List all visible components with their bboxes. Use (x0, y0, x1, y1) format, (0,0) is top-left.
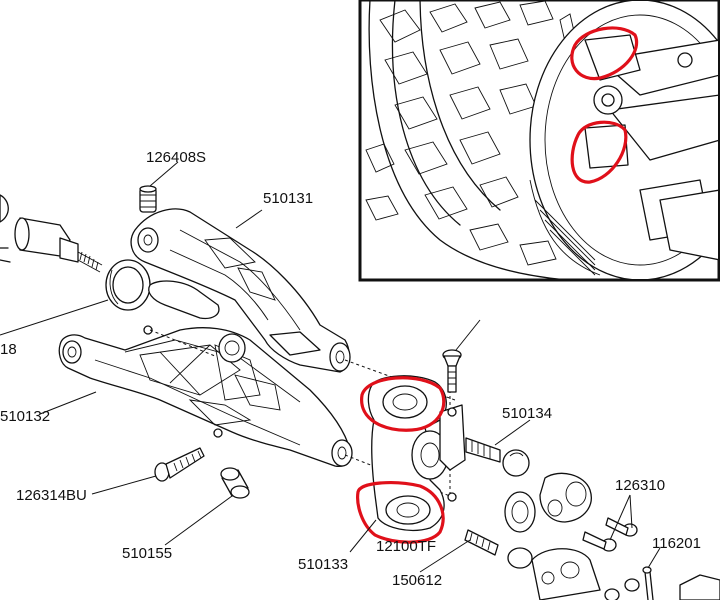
label-12100tf: 12100TF (376, 538, 436, 555)
label-126310: 126310 (615, 477, 665, 494)
label-510132: 510132 (0, 408, 50, 425)
hex-nut (679, 574, 720, 600)
hub-bearing (504, 491, 536, 533)
right-screws (582, 517, 640, 600)
inset-detail-view (358, 0, 720, 282)
highlight-circle-inset-bottom (570, 120, 628, 184)
label-510131: 510131 (263, 190, 313, 207)
hub-pin (464, 529, 533, 569)
steering-knuckle (367, 375, 466, 532)
lower-suspension-arm (58, 325, 353, 468)
drive-cup-assembly (0, 194, 103, 273)
label-116201: 116201 (652, 535, 701, 552)
label-510133: 510133 (298, 556, 348, 573)
highlight-circle-knuckle-bottom (356, 481, 445, 544)
highlight-circle-knuckle-top (360, 376, 446, 432)
set-screw (139, 185, 157, 213)
steering-block (531, 548, 601, 600)
tire-tread (365, 1, 577, 279)
label-126314bu: 126314BU (16, 487, 87, 504)
upper-suspension-arm (130, 208, 351, 373)
inset-suspension (584, 34, 718, 261)
knuckle-top-screw (442, 349, 462, 393)
highlight-circle-inset-top (570, 26, 639, 81)
label-510155: 510155 (122, 545, 172, 562)
hinge-bolt (154, 447, 205, 482)
label-partial-18: 18 (0, 341, 17, 358)
label-150612: 150612 (392, 572, 442, 589)
axle-carrier (539, 472, 592, 523)
part-labels: 126408S 510131 18 510132 126314BU 510155… (0, 149, 701, 589)
pivot-bushing (220, 467, 250, 499)
label-126408s: 126408S (146, 149, 206, 166)
ball-stud (465, 437, 530, 477)
cotter-pin (642, 566, 654, 600)
bearing (105, 259, 151, 311)
label-510134: 510134 (502, 405, 552, 422)
